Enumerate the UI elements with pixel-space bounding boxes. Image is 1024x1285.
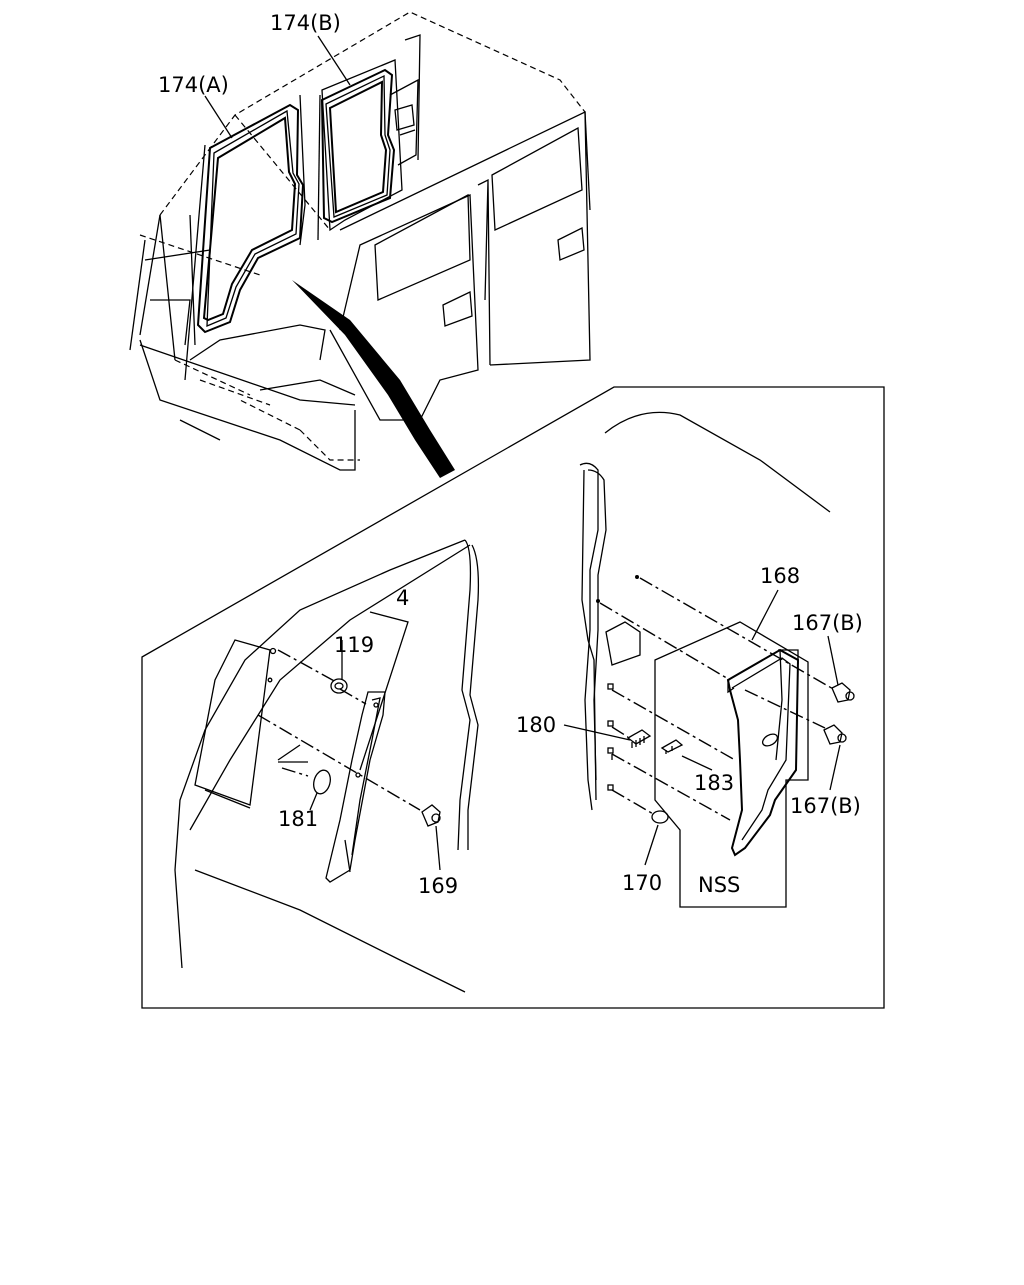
label-183: 183 — [694, 771, 734, 795]
label-168: 168 — [760, 564, 800, 588]
clip-169 — [421, 804, 441, 827]
side-window-seal-174b — [320, 68, 396, 224]
assembly-lines-right — [596, 575, 836, 821]
assembly-lines-left — [257, 649, 421, 811]
label-nss: NSS — [698, 873, 740, 897]
fastener-180 — [626, 729, 652, 748]
label-169: 169 — [418, 874, 458, 898]
front-door-seal-174a — [196, 103, 305, 334]
plug-181 — [313, 769, 331, 795]
clip-119 — [330, 678, 348, 694]
top-leaders — [204, 35, 351, 139]
pillar-trim-4 — [325, 691, 386, 883]
label-174b: 174(B) — [270, 11, 341, 35]
detail-pointer — [292, 280, 455, 478]
label-174a: 174(A) — [158, 73, 229, 97]
clips-167b — [823, 682, 855, 745]
label-167b-top: 167(B) — [792, 611, 863, 635]
label-170: 170 — [622, 871, 662, 895]
label-119: 119 — [334, 633, 374, 657]
detail-frame — [141, 386, 885, 1009]
label-167b-bottom: 167(B) — [790, 794, 861, 818]
label-181: 181 — [278, 807, 318, 831]
vehicle-cab-illustration — [129, 11, 591, 471]
label-180: 180 — [516, 713, 556, 737]
detail-leaders — [309, 589, 841, 871]
label-4: 4 — [396, 586, 409, 610]
plug-170 — [651, 810, 669, 824]
rear-trim-panel-168 — [654, 621, 809, 908]
detail-interior-lines — [174, 411, 831, 993]
fastener-183 — [660, 739, 684, 754]
